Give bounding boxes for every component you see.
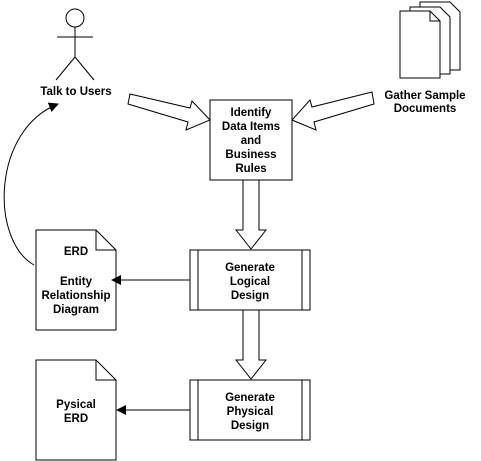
erd-to-users-curved-arrow [3, 102, 59, 266]
physical-erd-document-fold [95, 360, 116, 381]
erd-title: ERD [64, 246, 88, 258]
identify-data-items-box [209, 99, 293, 181]
logical-line-2: Logical [230, 276, 270, 288]
erd-line-2: Relationship [41, 290, 110, 302]
logical-to-physical-arrow [234, 309, 268, 380]
physical-line-2: Physical [227, 406, 274, 418]
logical-line-1: Generate [225, 262, 275, 274]
logical-line-3: Design [231, 290, 269, 302]
physical-line-3: Design [231, 420, 269, 432]
erd-line-1: Entity [60, 276, 93, 288]
multiple-documents-icon [399, 1, 461, 79]
talk-to-users-label: Talk to Users [40, 86, 111, 98]
erd-document-fold [95, 230, 116, 251]
physical-line-1: Generate [225, 392, 275, 404]
gather-documents-label-line2: Documents [394, 103, 457, 115]
identify-line-3: and [241, 135, 261, 147]
generate-physical-design-box [189, 379, 311, 441]
erd-line-3: Diagram [53, 304, 99, 316]
identify-line-5: Rules [235, 163, 266, 175]
gather-documents-label-line1: Gather Sample [384, 90, 465, 102]
generate-logical-design-box [189, 249, 311, 311]
identify-line-1: Identify [231, 107, 272, 119]
users-to-identify-arrow [127, 93, 211, 131]
user-actor-icon [55, 8, 95, 81]
physical-erd-document-shape [35, 359, 117, 461]
identify-line-4: Business [225, 149, 276, 161]
erd-document-shape [35, 229, 117, 331]
documents-to-identify-arrow [291, 91, 375, 131]
identify-line-2: Data Items [222, 121, 280, 133]
physical-erd-line-1: Pysical [56, 399, 96, 411]
identify-to-logical-arrow [234, 179, 268, 250]
physical-erd-line-2: ERD [64, 413, 88, 425]
